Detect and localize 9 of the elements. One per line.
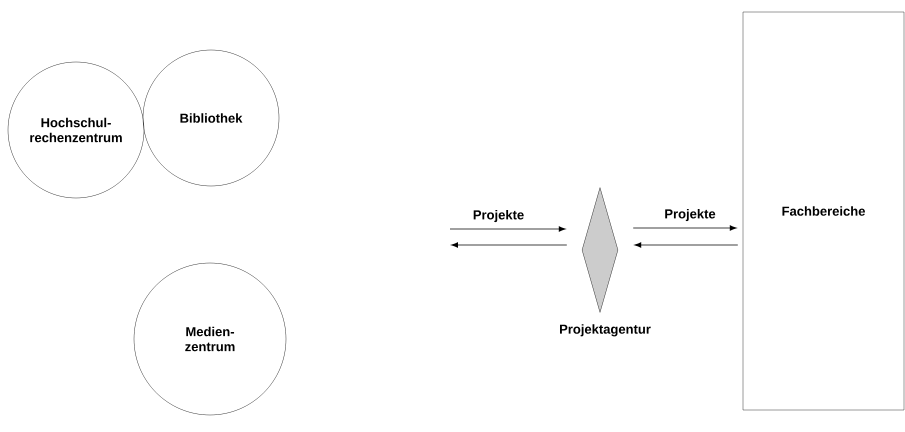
arrow bbox=[450, 226, 566, 232]
area-box: Fachbereiche bbox=[742, 12, 904, 410]
agency-diamond bbox=[582, 187, 618, 313]
arrow bbox=[451, 242, 568, 248]
arrow bbox=[634, 242, 738, 248]
node-caption: Projektagentur bbox=[560, 324, 651, 336]
edge-label: Projekte bbox=[472, 208, 526, 224]
arrow bbox=[632, 225, 737, 231]
edge-label: Projekte bbox=[663, 208, 717, 222]
